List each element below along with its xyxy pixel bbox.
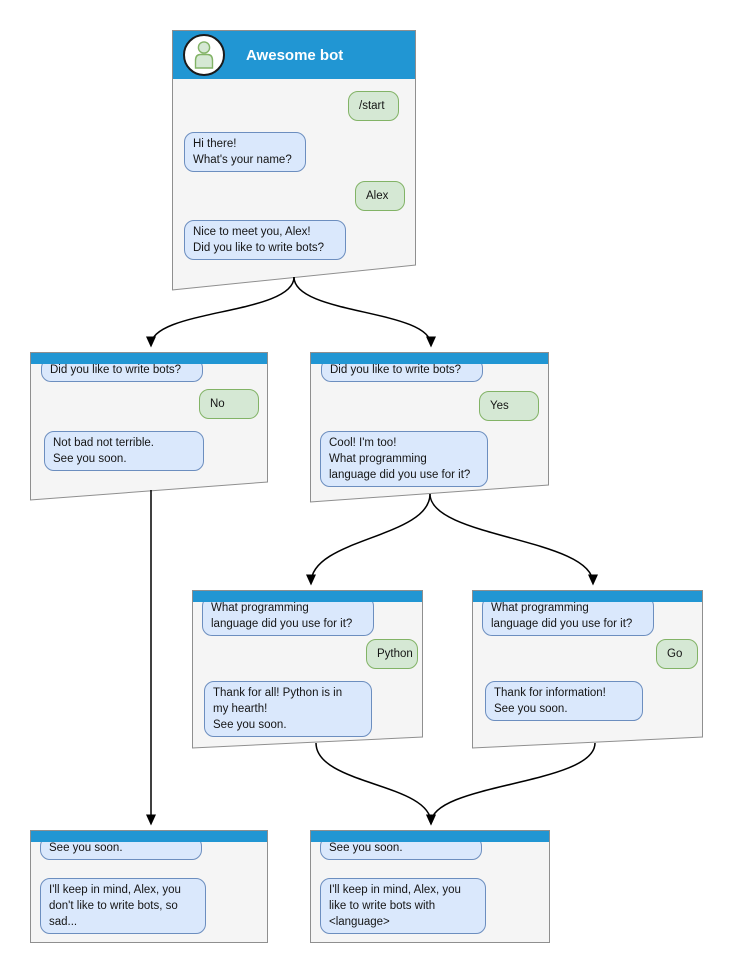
window-titlebar: Awesome bot: [173, 31, 415, 79]
window-titlebar: [311, 353, 548, 364]
user-message-bubble: Go: [656, 639, 698, 669]
window-titlebar: [311, 831, 549, 842]
bot-avatar-icon: [182, 33, 226, 77]
window-titlebar: [473, 591, 702, 602]
bot-message-bubble: Thank for all! Python is in my hearth! S…: [204, 681, 372, 737]
chat-window-branch-yes: Did you like to write bots? Yes Cool! I'…: [310, 352, 549, 502]
bot-message-bubble: I'll keep in mind, Alex, you don't like …: [40, 878, 206, 934]
user-message-bubble: Yes: [479, 391, 539, 421]
user-message-bubble: Alex: [355, 181, 405, 211]
bot-message-bubble: Cool! I'm too! What programming language…: [320, 431, 488, 487]
user-message-bubble: Python: [366, 639, 418, 669]
window-titlebar: [31, 831, 267, 842]
chat-window-python: What programming language did you use fo…: [192, 590, 423, 748]
bot-message-bubble: Nice to meet you, Alex! Did you like to …: [184, 220, 346, 260]
bot-message-bubble: Not bad not terrible. See you soon.: [44, 431, 204, 471]
flow-arrow-yes-to-python: [306, 493, 431, 586]
flow-arrow-yes-to-go: [429, 493, 598, 586]
bot-message-bubble: I'll keep in mind, Alex, you like to wri…: [320, 878, 486, 934]
flow-arrow-go-to-end: [426, 742, 596, 826]
chat-window-end-no: See you soon. I'll keep in mind, Alex, y…: [30, 830, 268, 943]
user-message-bubble: No: [199, 389, 259, 419]
flow-arrow-start-to-yes: [293, 276, 436, 348]
flow-arrow-python-to-end: [315, 742, 436, 826]
chat-window-end-yes: See you soon. I'll keep in mind, Alex, y…: [310, 830, 550, 943]
window-title: Awesome bot: [246, 46, 344, 64]
user-message-bubble: /start: [348, 91, 399, 121]
chat-window-start: Awesome bot /start Hi there! What's your…: [172, 30, 416, 290]
bot-message-bubble: Hi there! What's your name?: [184, 132, 306, 172]
chat-window-branch-no: Did you like to write bots? No Not bad n…: [30, 352, 268, 500]
bot-message-bubble: What programming language did you use fo…: [482, 596, 654, 636]
window-titlebar: [193, 591, 422, 602]
chat-window-go: What programming language did you use fo…: [472, 590, 703, 748]
bot-message-bubble: What programming language did you use fo…: [202, 596, 374, 636]
window-titlebar: [31, 353, 267, 364]
bot-message-bubble: Thank for information! See you soon.: [485, 681, 643, 721]
